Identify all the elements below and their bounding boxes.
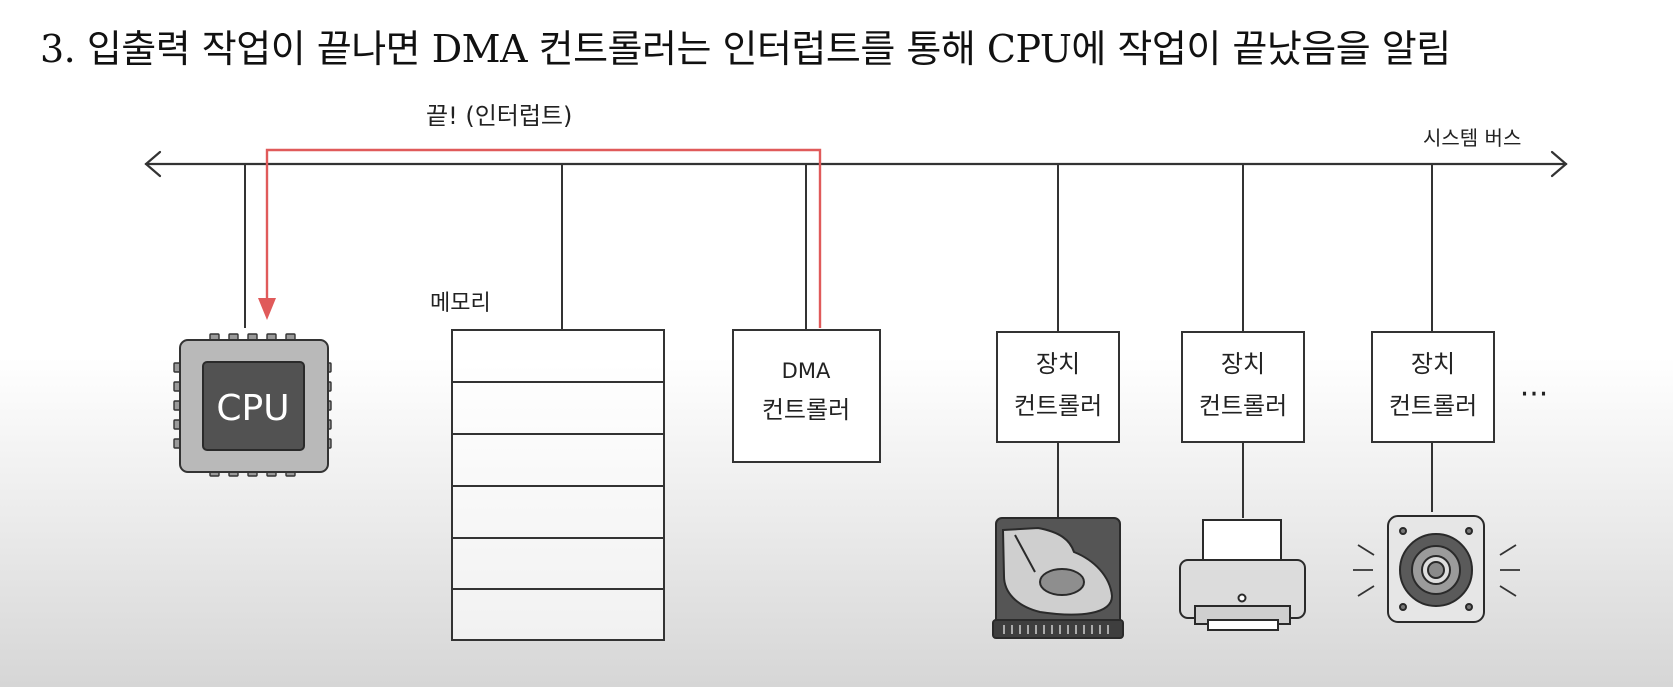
device-controller-label-line1: 장치 [1221, 350, 1265, 378]
memory-label: 메모리 [430, 291, 491, 316]
speaker-icon [1353, 515, 1520, 623]
device-controller-3: 장치 컨트롤러 [1371, 331, 1495, 443]
interrupt-path [265, 148, 822, 328]
device-controller-2: 장치 컨트롤러 [1181, 331, 1305, 443]
device-controller-label-line1: 장치 [1036, 350, 1080, 378]
device-controller-label-line1: 장치 [1411, 350, 1455, 378]
dma-controller: DMA 컨트롤러 [732, 329, 881, 463]
memory-block [451, 329, 665, 641]
interrupt-label: 끝! (인터럽트) [426, 102, 572, 130]
dma-label-line1: DMA [782, 359, 831, 383]
system-bus-label: 시스템 버스 [1423, 126, 1521, 150]
hard-disk-icon [992, 517, 1124, 639]
bus-left-arrow-icon [144, 150, 162, 178]
bus-connectors [244, 164, 1433, 518]
device-controller-label-line2: 컨트롤러 [1199, 392, 1287, 420]
device-controller-label-line2: 컨트롤러 [1014, 392, 1102, 420]
cpu-chip: CPU [173, 333, 332, 477]
interrupt-arrow-icon [258, 298, 276, 320]
cpu-label: CPU [216, 388, 289, 429]
device-controller-1: 장치 컨트롤러 [996, 331, 1120, 443]
more-devices-ellipsis: ··· [1520, 377, 1549, 412]
system-bus [144, 150, 1568, 178]
page-title: 3. 입출력 작업이 끝나면 DMA 컨트롤러는 인터럽트를 통해 CPU에 작… [40, 27, 1451, 71]
speaker-sound-lines [1353, 544, 1520, 597]
bus-right-arrow-icon [1550, 150, 1568, 178]
dma-label-line2: 컨트롤러 [762, 396, 850, 424]
printer-icon [1179, 519, 1306, 631]
device-controller-label-line2: 컨트롤러 [1389, 392, 1477, 420]
